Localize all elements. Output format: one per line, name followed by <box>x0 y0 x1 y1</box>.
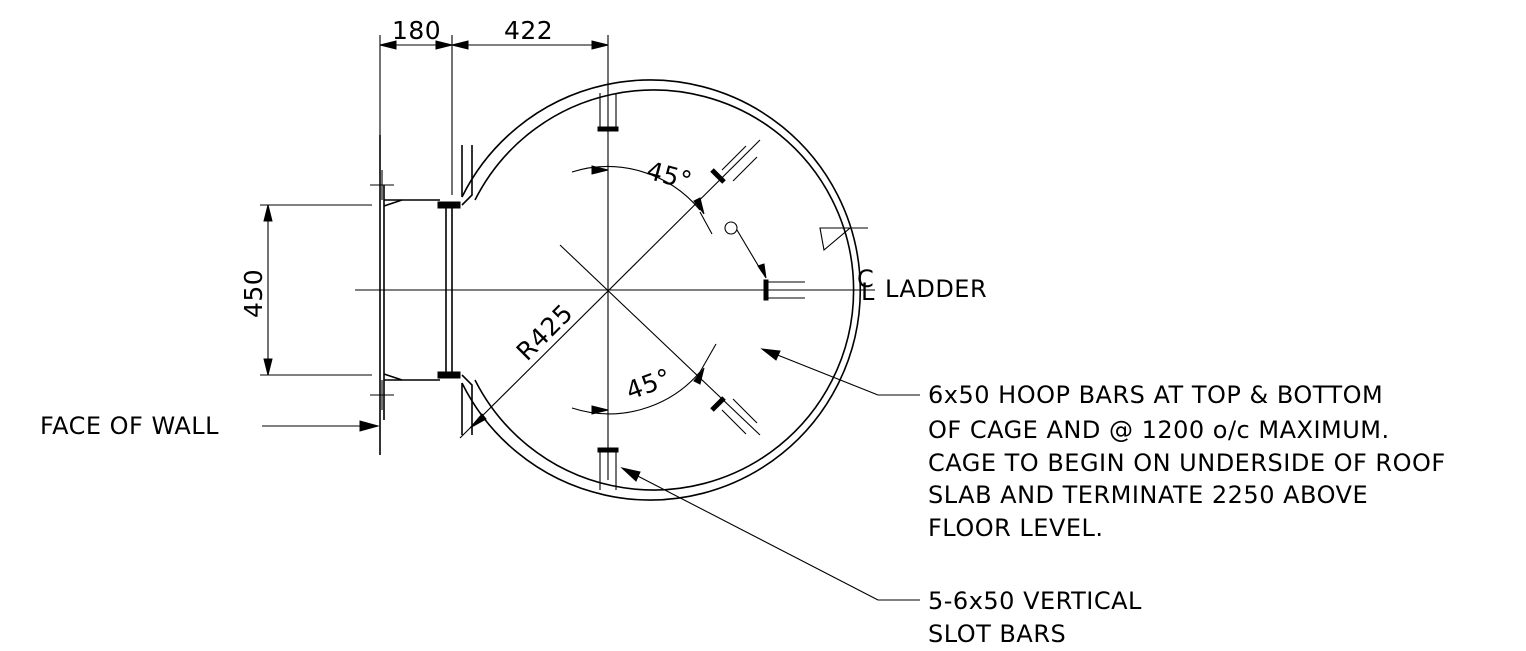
hoop-bars-leader <box>760 348 920 396</box>
dim-radius: R425 <box>511 298 579 366</box>
wall <box>370 135 394 455</box>
face-of-wall-leader <box>262 420 380 432</box>
vertical-slot-bars <box>597 93 805 490</box>
radius-dimension <box>469 413 487 429</box>
dim-180: 180 <box>392 16 441 45</box>
section-marker <box>819 227 868 252</box>
left-dimension <box>260 204 372 376</box>
hoop-note-line-1: 6x50 HOOP BARS AT TOP & BOTTOM <box>928 381 1383 409</box>
hoop-note-line-5: FLOOR LEVEL. <box>928 514 1104 542</box>
centerline-c: C <box>857 265 874 293</box>
face-of-wall-label: FACE OF WALL <box>40 412 219 440</box>
lower-bracket <box>383 371 461 381</box>
slot-bars-leader <box>620 467 920 601</box>
hoop-note-line-3: CAGE TO BEGIN ON UNDERSIDE OF ROOF <box>928 449 1446 477</box>
ladder-label: LADDER <box>885 275 987 303</box>
centerline-l: L <box>861 278 875 306</box>
dim-450: 450 <box>239 269 268 318</box>
slot-note-line-1: 5-6x50 VERTICAL <box>928 587 1142 615</box>
angle-arc-upper <box>571 165 713 235</box>
hoop-note-line-2: OF CAGE AND @ 1200 o/c MAXIMUM. <box>928 416 1390 444</box>
hoop-note-line-4: SLAB AND TERMINATE 2250 ABOVE <box>928 481 1368 509</box>
centerlines <box>355 82 875 480</box>
ladder-rung-marker <box>724 221 767 279</box>
slot-note-line-2: SLOT BARS <box>928 620 1066 648</box>
top-dimensions <box>379 35 609 195</box>
angle-arc-lower <box>571 343 717 415</box>
dim-422: 422 <box>504 16 553 45</box>
upper-bracket <box>383 199 461 209</box>
angle-upper: 45° <box>643 156 695 196</box>
